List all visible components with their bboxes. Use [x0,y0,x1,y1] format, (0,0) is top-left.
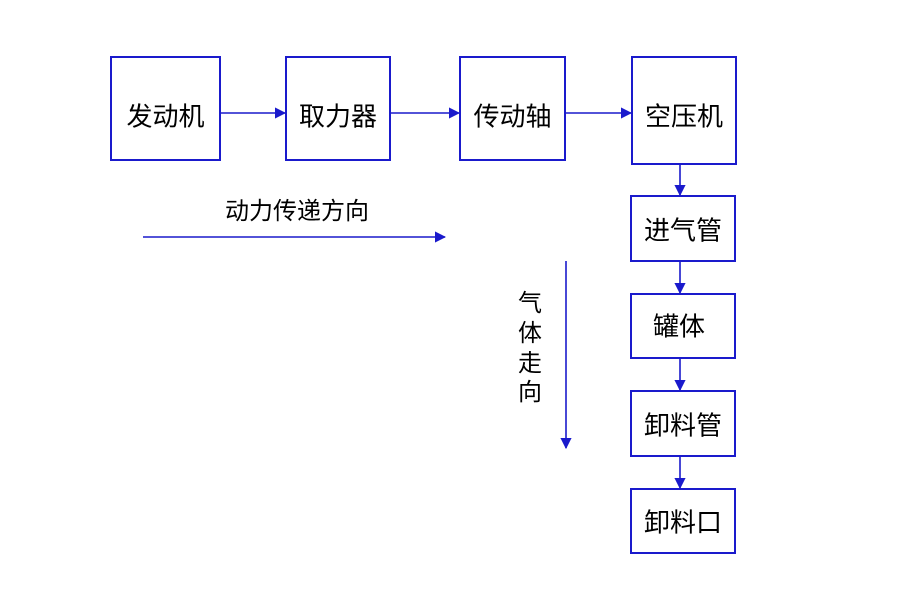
node-engine-label: 发动机 [126,103,204,133]
node-air-compressor-label: 空压机 [645,103,723,133]
node-drive-shaft: 传动轴 [459,56,566,161]
node-drive-shaft-label: 传动轴 [473,103,551,133]
node-pto: 取力器 [285,56,391,161]
node-tank-label: 罐体 [653,313,705,343]
node-engine: 发动机 [110,56,221,161]
node-intake-pipe-label: 进气管 [644,217,722,247]
gas-direction-indicator: 气 体 走 向 [518,261,572,450]
gas-direction-char-3: 走 [518,349,542,377]
power-direction-label: 动力传递方向 [225,197,369,225]
node-discharge-port: 卸料口 [630,488,736,554]
node-tank: 罐体 [630,293,736,359]
node-discharge-port-label: 卸料口 [644,509,722,539]
node-discharge-pipe-label: 卸料管 [644,412,722,442]
gas-direction-char-2: 体 [518,319,542,347]
node-air-compressor: 空压机 [631,56,737,165]
node-pto-label: 取力器 [299,103,377,133]
power-direction-indicator: 动力传递方向 [143,197,447,243]
edges [220,107,686,490]
node-discharge-pipe: 卸料管 [630,390,736,457]
node-intake-pipe: 进气管 [630,195,736,262]
gas-direction-char-4: 向 [518,378,542,406]
gas-direction-char-1: 气 [518,289,542,317]
